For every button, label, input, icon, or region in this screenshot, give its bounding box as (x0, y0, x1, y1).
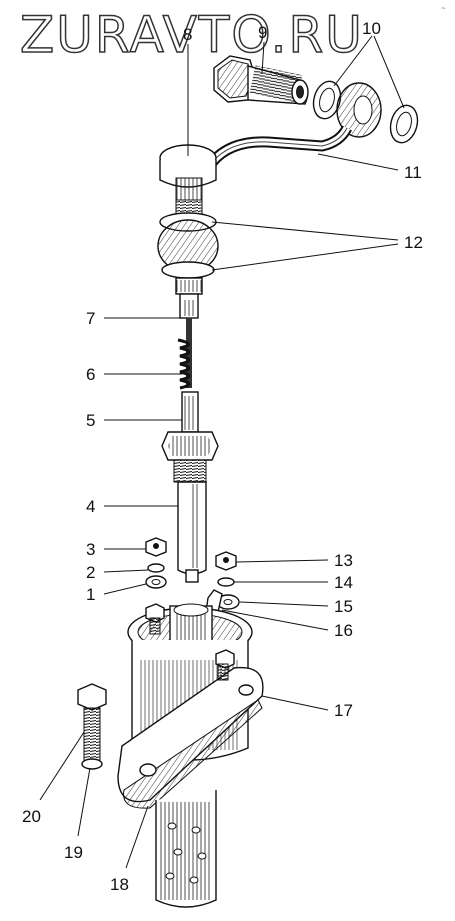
washer-icon (145, 563, 167, 589)
callout-20: 20 (22, 807, 41, 826)
callout-19: 19 (64, 843, 83, 862)
callout-15: 15 (334, 597, 353, 616)
hollow-bolt-icon (213, 55, 309, 105)
callout-11: 11 (404, 163, 422, 182)
housing-icon (117, 603, 264, 809)
callout-7: 7 (86, 309, 95, 328)
spring-icon (177, 318, 192, 390)
callout-17: 17 (334, 701, 353, 720)
callout-1: 1 (86, 585, 95, 604)
callout-10: 10 (362, 19, 381, 38)
callout-16: 16 (334, 621, 353, 640)
callout-3: 3 (86, 540, 95, 559)
callout-12: 12 (404, 233, 423, 252)
callout-18: 18 (110, 875, 129, 894)
callout-6: 6 (86, 365, 95, 384)
callout-4: 4 (86, 497, 95, 516)
callout-14: 14 (334, 573, 353, 592)
nut-icon (215, 551, 237, 571)
callout-2: 2 (86, 563, 95, 582)
callout-8: 8 (183, 25, 192, 44)
washer-icon (312, 80, 419, 144)
bolt-icon (77, 683, 107, 770)
callout-13: 13 (334, 551, 353, 570)
nut-icon (145, 537, 167, 557)
callout-9: 9 (258, 23, 267, 42)
watermark-text: ZURAVTO.RU (20, 6, 364, 64)
corner-mark: ~ (441, 5, 446, 12)
leader-lines (39, 35, 405, 869)
callout-5: 5 (86, 411, 95, 430)
